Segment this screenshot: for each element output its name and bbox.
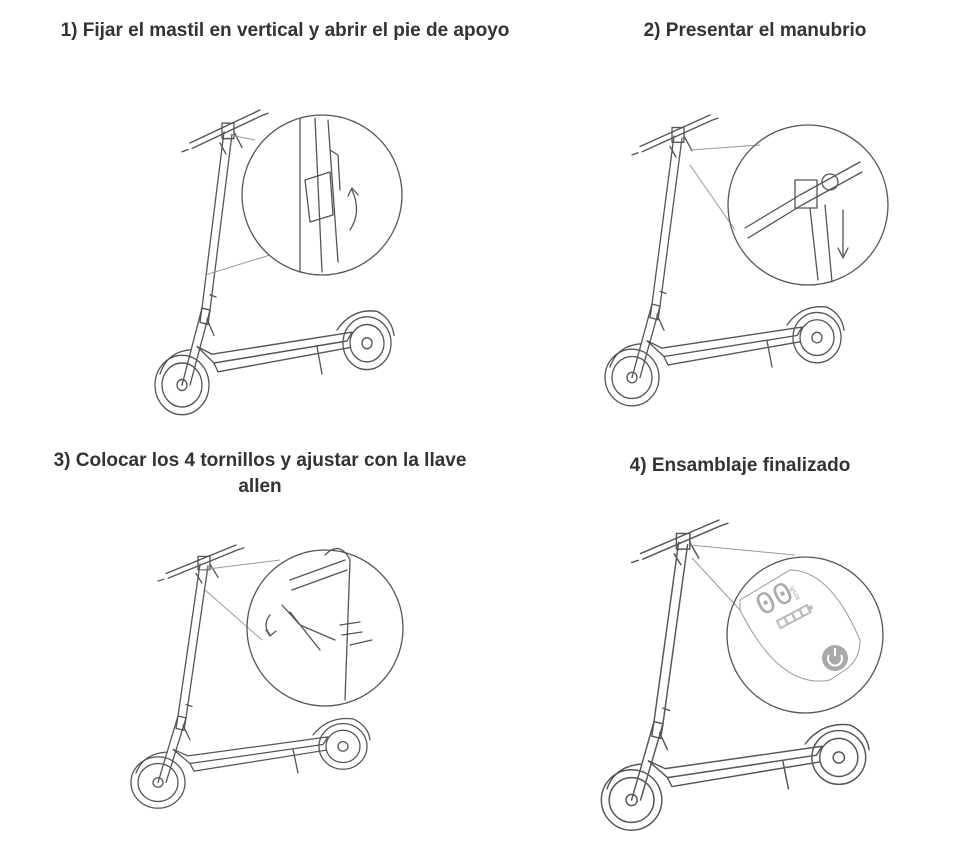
magnifier-circle: [241, 114, 403, 276]
step-2-title: 2) Presentar el manubrio: [643, 20, 867, 41]
battery-bar: [800, 606, 809, 615]
step-3-title: 3) Colocar los 4 tornillos y ajustar con…: [53, 450, 467, 497]
battery-bar: [778, 618, 787, 627]
arrow-down-icon: [837, 209, 849, 259]
step-2-illustration: [604, 114, 889, 407]
rotate-arrow-icon: [265, 614, 277, 637]
battery-bar: [793, 610, 802, 619]
arrow-up-icon: [347, 187, 359, 231]
battery-icon: [775, 603, 814, 630]
power-icon: [822, 645, 848, 671]
step-1-illustration: [154, 109, 403, 416]
magnifier-circle: [726, 556, 884, 714]
step-3-illustration: [130, 544, 404, 809]
step-4-illustration: 00 km/h: [600, 519, 884, 831]
magnifier-circle: [246, 549, 404, 707]
battery-bar: [785, 614, 794, 623]
step-4-title: 4) Ensamblaje finalizado: [629, 455, 851, 476]
step-1-title: 1) Fijar el mastil en vertical y abrir e…: [60, 20, 510, 41]
magnifier-circle: [727, 124, 889, 286]
allen-key-icon: [281, 604, 336, 651]
dashboard-display: 00 km/h: [749, 575, 814, 630]
